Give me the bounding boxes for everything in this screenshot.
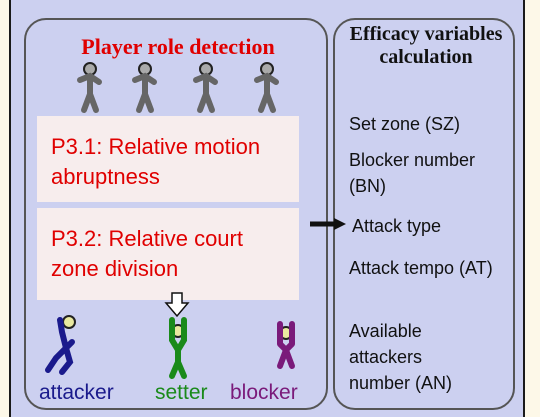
right-arrow-icon xyxy=(310,218,346,230)
player-icon xyxy=(193,62,218,113)
phase-box-3-2: P3.2: Relative court zone division xyxy=(37,208,299,300)
role-label-attacker: attacker xyxy=(39,381,114,404)
efficacy-variables-panel: Efficacy variables calculation xyxy=(333,18,515,410)
player-icon xyxy=(254,62,279,113)
setter-icon xyxy=(169,317,187,379)
panel-title: Player role detection xyxy=(81,34,275,59)
blocker-icon xyxy=(277,321,295,369)
attacker-icon xyxy=(45,315,76,375)
right-margin-strip xyxy=(523,0,540,417)
role-label-blocker: blocker xyxy=(230,381,298,404)
variable-attack-tempo: Attack tempo (AT) xyxy=(349,258,493,278)
phase-label: P3.1: Relative motion abruptness xyxy=(51,134,261,189)
panel-title: Efficacy variables calculation xyxy=(349,23,503,68)
phase-label: P3.2: Relative court zone division xyxy=(51,226,243,281)
role-label-setter: setter xyxy=(155,381,208,404)
player-icon xyxy=(132,62,157,113)
phase-box-3-1: P3.1: Relative motion abruptness xyxy=(37,116,299,202)
player-icon xyxy=(77,62,102,113)
variable-available-attackers: Available attackers number (AN) xyxy=(349,321,453,393)
down-arrow-icon xyxy=(164,292,190,318)
variable-blocker-number: Blocker number (BN) xyxy=(349,150,476,196)
variable-attack-type: Attack type xyxy=(352,216,442,236)
variable-set-zone: Set zone (SZ) xyxy=(349,114,461,134)
left-margin-strip xyxy=(0,0,11,417)
